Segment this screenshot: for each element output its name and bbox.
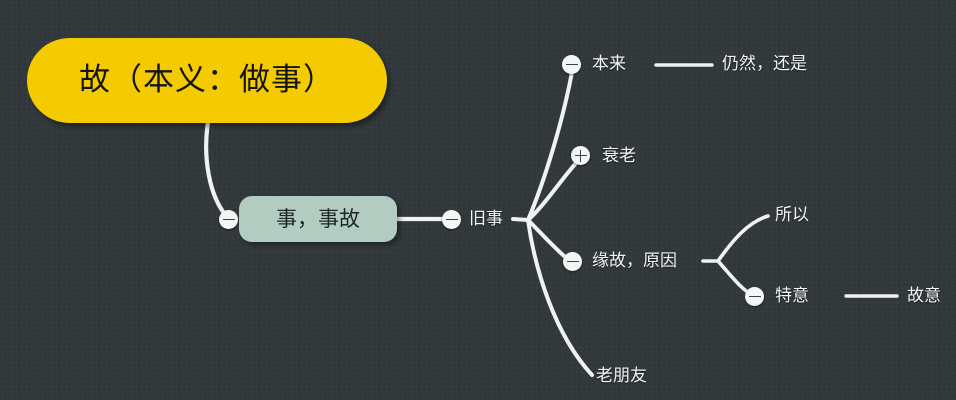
toggle-yuangu[interactable] [563, 252, 582, 271]
link-hub-to-laopengyou [526, 218, 594, 377]
link-hub-to-yuangu [526, 218, 572, 263]
link-hub-to-shuailao [526, 159, 580, 222]
root-node[interactable]: 故（本义：做事） [27, 38, 387, 123]
node-suoyi-label[interactable]: 所以 [775, 205, 809, 225]
toggle-shuailao[interactable] [571, 146, 590, 165]
node-shishigu[interactable]: 事，事故 [239, 196, 397, 242]
link-jiushi-to-hub [511, 217, 530, 222]
toggle-benlai[interactable] [562, 55, 581, 74]
node-benlai-label[interactable]: 本来 [592, 54, 626, 74]
toggle-shishigu[interactable] [219, 210, 238, 229]
toggle-teyi[interactable] [745, 287, 764, 306]
link-hub2-to-suoyi [716, 214, 770, 263]
node-rengran-label[interactable]: 仍然，还是 [722, 54, 807, 74]
node-guyi-label[interactable]: 故意 [907, 286, 941, 306]
node-shuailao-label[interactable]: 衰老 [602, 146, 636, 166]
node-teyi-label[interactable]: 特意 [775, 286, 809, 306]
node-yuangu-label[interactable]: 缘故，原因 [592, 251, 677, 271]
link-root-to-shishigu [204, 119, 231, 221]
node-jiushi-label[interactable]: 旧事 [469, 209, 503, 229]
node-shishigu-label: 事，事故 [276, 206, 360, 231]
link-hub-to-benlai [526, 70, 574, 222]
root-node-label: 故（本义：做事） [79, 62, 335, 98]
toggle-jiushi[interactable] [442, 210, 461, 229]
node-laopengyou-label[interactable]: 老朋友 [596, 366, 647, 386]
